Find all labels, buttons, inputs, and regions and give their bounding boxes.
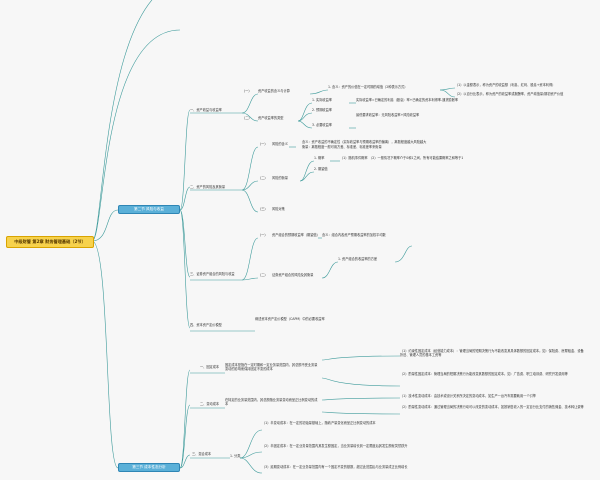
node-mark: （二） xyxy=(258,273,268,277)
root-topic[interactable]: 中级财管 第2章 财务管理基础（2节） xyxy=(6,236,94,248)
node-risk-response[interactable]: 风险对策 xyxy=(272,207,285,211)
node-yield-types[interactable]: 资产收益率的类型 xyxy=(258,116,284,120)
node-mark: （二） xyxy=(242,116,252,120)
node-semi-fixed: （2）半固定成本：在一定业务量范围内其发生额固定，当业务量增长到一定限度后其发生… xyxy=(262,444,408,448)
node-variable-cost-discretionary: （2）酌量性变动成本：通过管理当局的决策行动可以改变的变动成本，如按销售收入的一… xyxy=(400,405,584,409)
node-mark: （一） xyxy=(258,233,268,237)
node-yield-form-1: （1）以金额表示，称为资产的收益额（利息、红利、股息+资本利得） xyxy=(455,83,556,87)
branch-mixed-cost[interactable]: 三、混合成本 xyxy=(192,452,212,456)
branch-fixed-cost[interactable]: 一、固定成本 xyxy=(200,365,220,369)
node-mixed-categories[interactable]: 1. 分类 xyxy=(230,454,241,458)
node-risk-concept[interactable]: 风险的含义 xyxy=(272,142,288,146)
node-capm-desc: 阐述资本资产定价模型（CAPM）中的必要收益率 xyxy=(255,317,325,321)
node-portfolio-variance[interactable]: 1. 资产组合的收益率的方差 xyxy=(338,257,378,261)
branch-capm[interactable]: 四、资本资产定价模型 xyxy=(190,323,222,327)
node-probability[interactable]: 1. 概率 xyxy=(314,156,325,160)
node-mark: （一） xyxy=(242,89,252,93)
node-fixed-cost-desc: 固定成本是指在一定时期和一定业务量范围内，其总额不受业务量变动的影响而保持固定不… xyxy=(225,363,318,372)
branch-variable-cost[interactable]: 二、变动成本 xyxy=(200,402,220,406)
node-fixed-cost-committed: （1）约束性固定成本（经营能力成本）：管理当局的短期决策行为不能改变其具体数额的… xyxy=(400,349,584,358)
node-probability-desc: （1）随机事件概率 （2）一般情况下概率介于0和1之间，所有可能结果概率之和等于… xyxy=(340,156,464,160)
node-portfolio-risk[interactable]: 证券资产组合的风险及其衡量 xyxy=(272,273,314,277)
branch-portfolio[interactable]: 三、证券资产组合的风险与收益 xyxy=(190,272,235,276)
section-cost-behavior[interactable]: 第三节 成本性态分析 xyxy=(118,463,180,472)
node-mark: （二） xyxy=(258,176,268,180)
node-portfolio-return-desc: 含义：组合内各资产预期收益率的加权平均数 xyxy=(322,233,386,237)
node-mark: （三） xyxy=(258,207,268,211)
node-yield-form-2: （2）以百分比表示，称为资产的收益率或报酬率，资产增值量/期初资产价值 xyxy=(455,92,564,96)
node-risk-concept-desc: 含义：资产收益的不确定性（实际收益率与预期收益率的偏离），离散程度越大风险越大 xyxy=(302,140,427,144)
node-variable-cost-technical: （1）技术性变动成本：由技术或设计关系所决定的变动成本，如生产一台汽车需要耗用一… xyxy=(400,394,536,398)
branch-asset-risk[interactable]: 二、资产的风险及其衡量 xyxy=(190,185,226,189)
node-yield-meaning[interactable]: 资产收益的含义与计算 xyxy=(258,89,290,93)
node-portfolio-return[interactable]: 资产组合的预期收益率（期望值） xyxy=(272,233,320,237)
node-variable-cost-desc: 在特定的业务量范围内，其总额随业务量变动而呈正比例变动的成本 xyxy=(225,398,318,407)
node-expected-yield[interactable]: 2. 预期收益率 xyxy=(312,108,332,112)
node-actual-yield[interactable]: 1. 实际收益率 xyxy=(312,98,332,102)
node-delayed-variable: （3）延期变动成本：在一定业务量范围内有一个固定不变的基数，超过此范围后与业务量… xyxy=(262,465,408,469)
node-actual-yield-desc: 实际收益率=已确定的利息（股息）率+已确定的资本利得率-通货膨胀率 xyxy=(356,98,459,102)
section-risk-return[interactable]: 第二节 风险与收益 xyxy=(118,205,180,214)
branch-asset-yield[interactable]: 一、资产收益与收益率 xyxy=(190,108,222,112)
node-required-yield[interactable]: 3. 必要收益率 xyxy=(312,123,332,127)
node-required-yield-desc: 最低要求收益率：无风险收益率+风险收益率 xyxy=(356,113,420,117)
node-semi-variable: （1）半变动成本：在一定的初始量基础上，随着产量变化而呈正比例变动的成本 xyxy=(262,421,376,425)
node-risk-measure[interactable]: 风险的衡量 xyxy=(272,176,288,180)
node-fixed-cost-discretionary: （2）酌量性固定成本：管理当局的短期决策行为能改变其数额的固定成本。如：广告费、… xyxy=(400,372,568,376)
node-yield-definition: 1. 含义：资产的价值在一定时期的增值（2种表示方式） xyxy=(328,85,408,89)
node-expected-value[interactable]: 2. 期望值 xyxy=(314,167,328,171)
node-risk-concept-measure: 衡量：离散程度一般可用方差、标准差、标准差率来衡量 xyxy=(302,145,382,149)
node-mark: （一） xyxy=(258,142,268,146)
